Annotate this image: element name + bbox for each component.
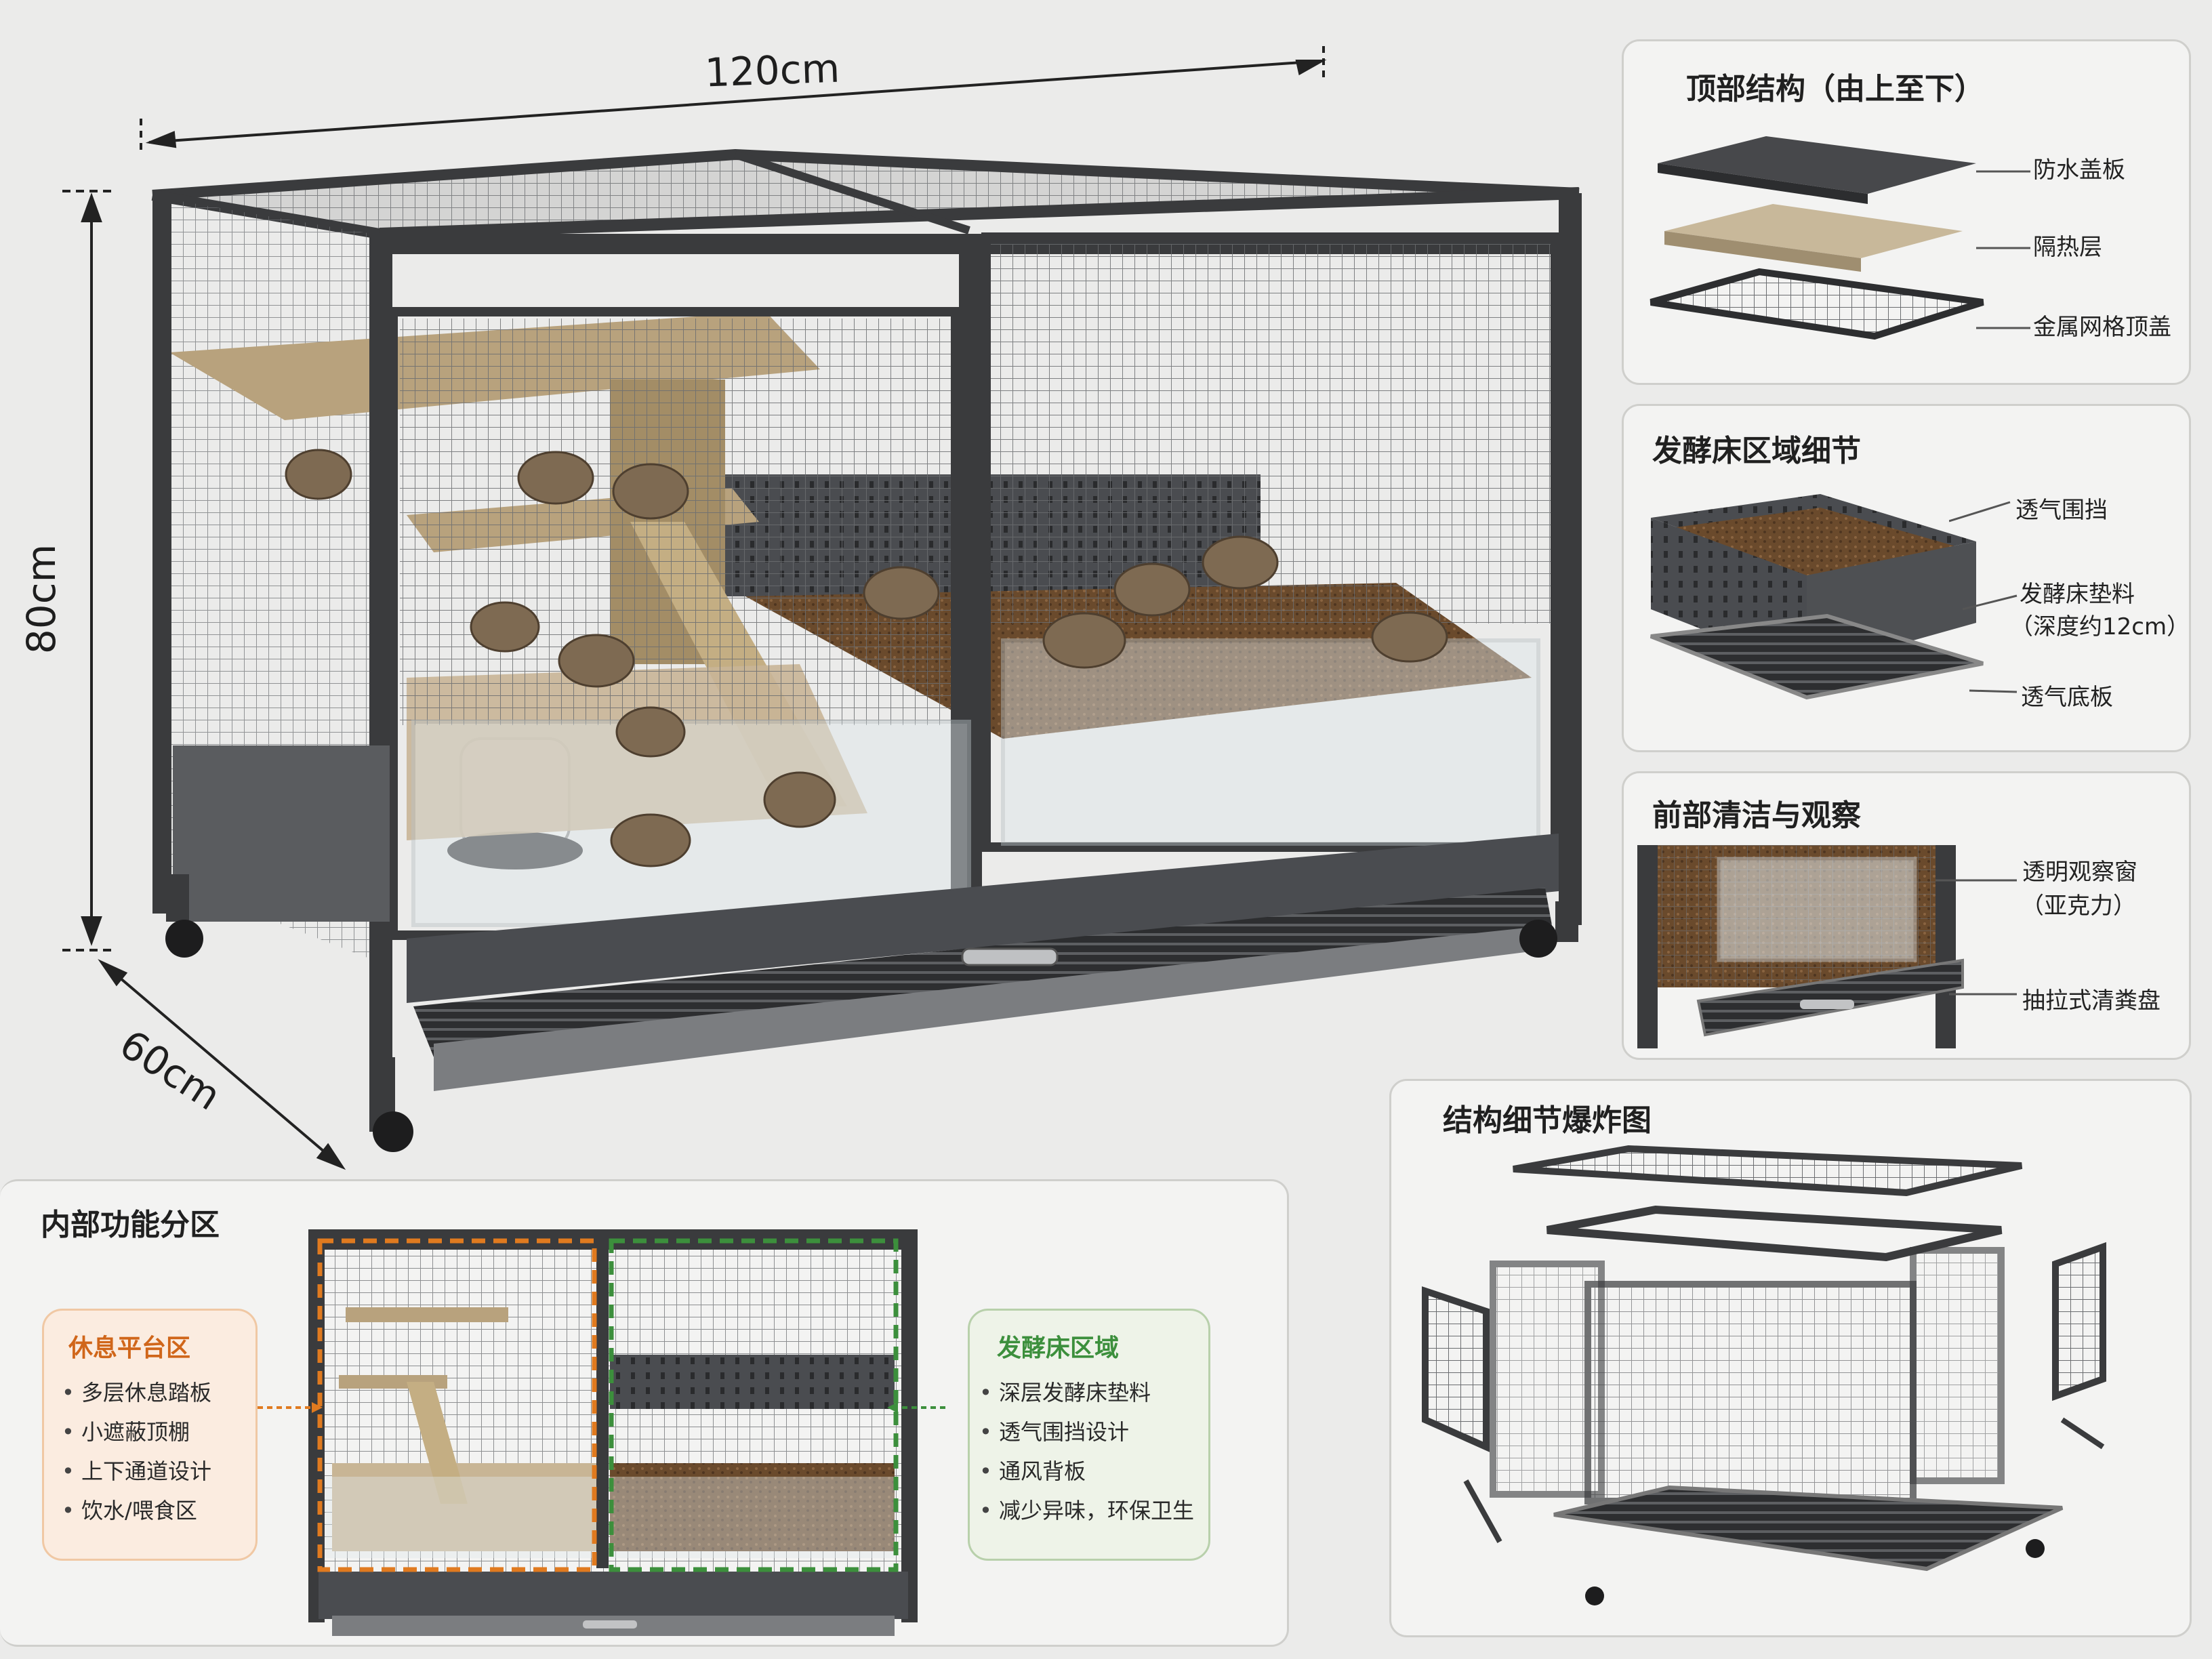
list-item: 多层休息踏板 xyxy=(62,1373,211,1412)
list-item: 减少异味，环保卫生 xyxy=(979,1491,1194,1530)
main-cage-illustration xyxy=(62,46,1582,1170)
label-insulation-layer: 隔热层 xyxy=(2033,234,2102,261)
bed-zone-callout: 发酵床区域 深层发酵床垫料 透气围挡设计 通风背板 减少异味，环保卫生 xyxy=(968,1309,1210,1561)
fermentation-bed-illustration xyxy=(1650,494,1984,700)
label-breathable-fence: 透气围挡 xyxy=(2015,497,2108,524)
height-dimension-label: 80cm xyxy=(18,544,65,655)
front-cleaning-panel: 前部清洁与观察 透明观察窗 （亚克力） 抽拉式清粪盘 xyxy=(1622,771,2191,1060)
rest-zone-title: 休息平台区 xyxy=(68,1334,191,1362)
panel-title: 内部功能分区 xyxy=(41,1208,220,1242)
panel-title: 顶部结构（由上至下） xyxy=(1686,72,1984,106)
panel-title: 结构细节爆炸图 xyxy=(1443,1103,1652,1138)
list-item: 透气围挡设计 xyxy=(979,1412,1194,1452)
zones-cage-illustration xyxy=(308,1229,918,1636)
top-layers-illustration xyxy=(1650,136,1984,340)
quail-birds xyxy=(285,449,1448,867)
list-item: 小遮蔽顶棚 xyxy=(62,1412,211,1452)
exploded-view-panel: 结构细节爆炸图 xyxy=(1389,1079,2192,1637)
label-clear-window: 透明观察窗 xyxy=(2022,859,2137,886)
internal-zones-panel: 内部功能分区 休息平台区 多层休息踏板 小遮蔽顶棚 上下通道设计 饮水/喂食区 xyxy=(0,1179,1289,1647)
label-litter-depth: （深度约12cm） xyxy=(2010,613,2190,640)
list-item: 饮水/喂食区 xyxy=(62,1491,211,1530)
rest-zone-callout: 休息平台区 多层休息踏板 小遮蔽顶棚 上下通道设计 饮水/喂食区 xyxy=(42,1309,258,1561)
panel-title: 发酵床区域细节 xyxy=(1652,434,1861,468)
width-dimension-label: 120cm xyxy=(703,45,841,96)
leader-lines xyxy=(1936,879,2017,996)
list-item: 上下通道设计 xyxy=(62,1452,211,1491)
label-waterproof-cover: 防水盖板 xyxy=(2033,157,2125,184)
panel-title: 前部清洁与观察 xyxy=(1652,798,1861,833)
fermentation-detail-panel: 发酵床区域细节 透气围挡 发酵床垫料 （深度约12cm） 透气底板 xyxy=(1622,404,2191,752)
label-metal-mesh-top: 金属网格顶盖 xyxy=(2033,314,2171,341)
front-window-illustration xyxy=(1637,845,1964,1048)
label-pullout-tray: 抽拉式清粪盘 xyxy=(2022,987,2160,1015)
list-item: 深层发酵床垫料 xyxy=(979,1373,1194,1412)
top-structure-panel: 顶部结构（由上至下） 防水盖板 隔热层 金属网格顶盖 xyxy=(1622,39,2191,385)
dimension-lines xyxy=(62,46,1327,1170)
label-breathable-base: 透气底板 xyxy=(2021,684,2113,711)
leader-lines xyxy=(1976,170,2030,329)
label-bed-litter: 发酵床垫料 xyxy=(2020,581,2135,608)
zone-arrows xyxy=(258,1402,945,1413)
exploded-illustration xyxy=(1422,1145,2106,1605)
label-acrylic: （亚克力） xyxy=(2021,893,2136,920)
leader-lines xyxy=(1949,501,2018,693)
bed-zone-title: 发酵床区域 xyxy=(997,1334,1120,1362)
list-item: 通风背板 xyxy=(979,1452,1194,1491)
